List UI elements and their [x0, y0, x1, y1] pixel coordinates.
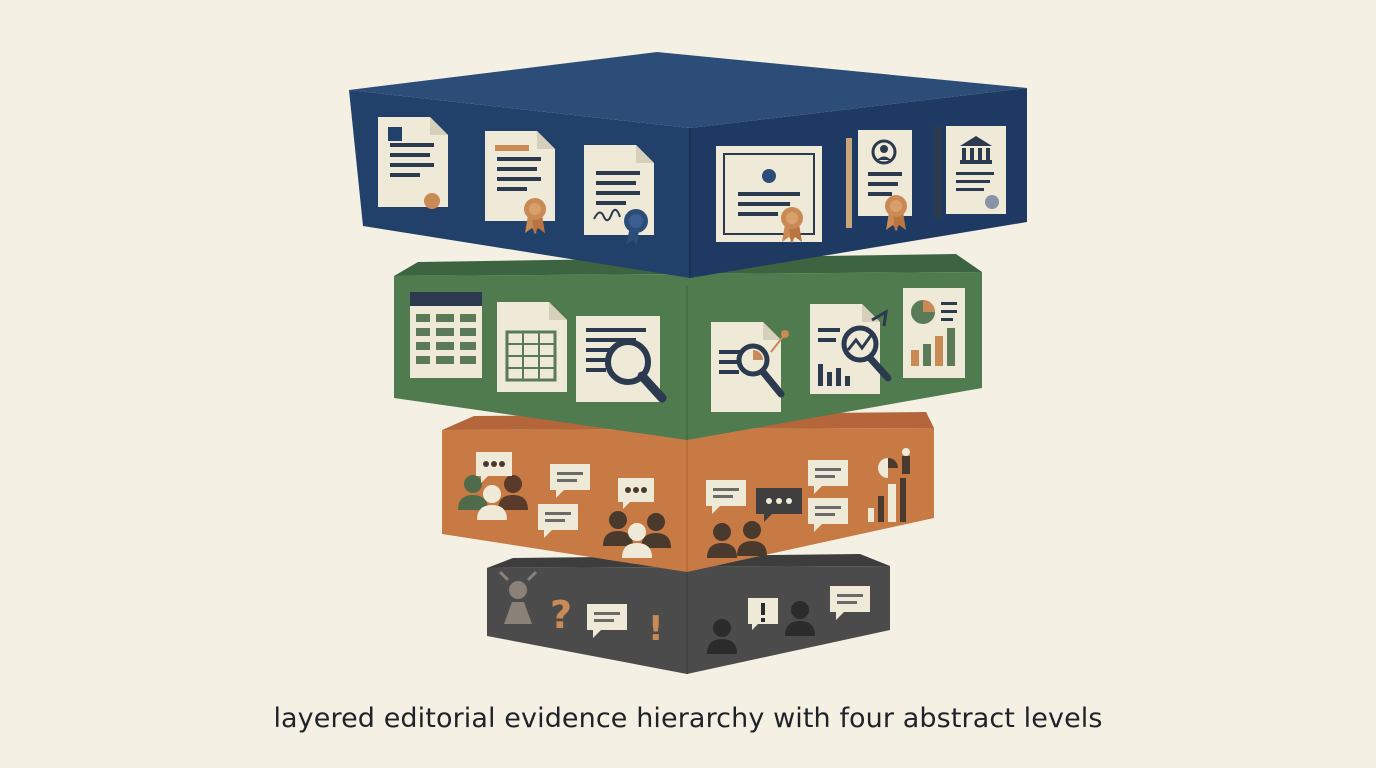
diploma-icon: [716, 146, 822, 243]
bar-chart-icon: [868, 448, 910, 522]
table-document-icon: [497, 302, 567, 392]
pie-chart-report-icon: [903, 288, 965, 378]
institution-document-icon: [946, 126, 1006, 214]
id-document-icon: [858, 130, 912, 231]
bookmark-strip: [846, 138, 852, 228]
magnifier-document-icon: [576, 316, 667, 403]
confused-person-icon: [498, 570, 538, 624]
level-2-block: [394, 254, 982, 440]
document-icon: [378, 117, 448, 209]
level-4-block: ? !: [487, 554, 890, 674]
exclamation-icon: !: [648, 609, 664, 649]
level-3-block: [442, 412, 934, 572]
analysis-report-icon: [711, 322, 789, 412]
trend-chart-icon: [810, 304, 892, 394]
signed-document-icon: [584, 145, 654, 246]
diagram-caption: layered editorial evidence hierarchy wit…: [273, 703, 1103, 734]
level-1-block: [349, 52, 1027, 278]
spreadsheet-icon: [410, 292, 482, 378]
dot-bubble-icon: [756, 488, 802, 522]
bookmark-strip: [934, 126, 942, 218]
exclamation-bubble-icon: [748, 598, 778, 630]
certificate-icon: [485, 131, 555, 234]
question-mark-icon: ?: [550, 593, 572, 637]
